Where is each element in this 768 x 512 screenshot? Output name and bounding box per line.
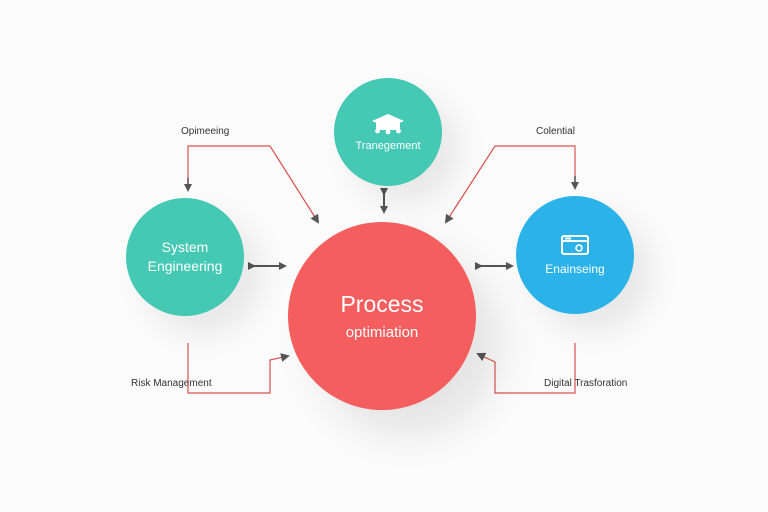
- connector-bottom-left: [187, 343, 290, 394]
- node-system-engineering[interactable]: System Engineering: [126, 198, 244, 316]
- graduation-cap-icon: [372, 114, 404, 135]
- connector-top-left: [187, 145, 320, 224]
- node-process-optimization[interactable]: Process optimiation: [288, 222, 476, 410]
- label-bottom-left: Risk Management: [131, 378, 212, 389]
- node-enainseing[interactable]: Enainseing: [516, 196, 634, 314]
- node-tranegement[interactable]: Tranegement: [334, 78, 442, 186]
- center-title: Process: [340, 291, 424, 317]
- connector-top-right: [444, 145, 576, 224]
- node-right-label: Enainseing: [545, 262, 605, 276]
- label-top-right: Colential: [536, 126, 575, 137]
- node-top-label: Tranegement: [355, 140, 421, 152]
- label-bottom-right: Digital Trasforation: [544, 378, 628, 389]
- center-subtitle: optimiation: [345, 324, 419, 341]
- browser-window-icon: [561, 235, 589, 255]
- connector-bottom-right: [476, 343, 576, 394]
- node-left-label-line1: System: [161, 239, 209, 255]
- node-left-label-line2: Engineering: [147, 258, 223, 274]
- label-top-left: Opimeeing: [181, 126, 230, 137]
